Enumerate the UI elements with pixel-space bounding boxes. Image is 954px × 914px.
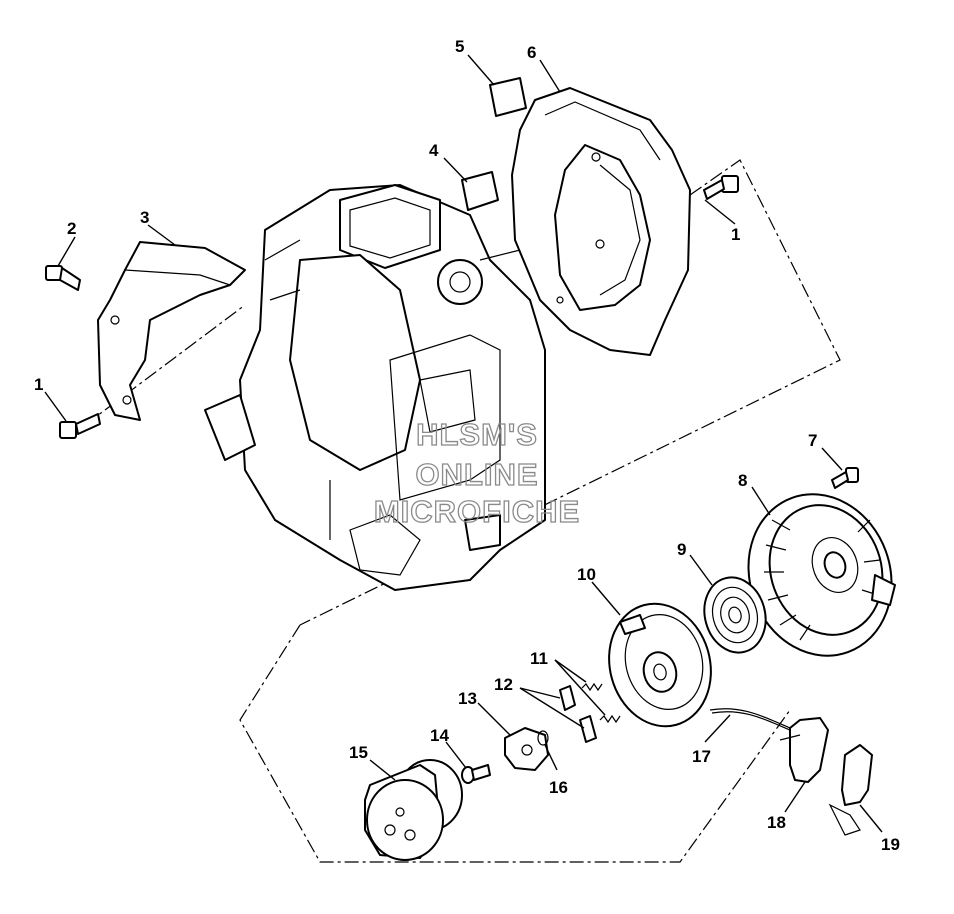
engine-block — [204, 184, 546, 591]
callouts: 1 1 2 3 4 5 6 7 8 9 10 11 12 13 14 15 16… — [34, 37, 900, 854]
callout-7: 7 — [808, 431, 817, 450]
callout-17: 17 — [692, 747, 711, 766]
part-10-pulley — [608, 602, 712, 728]
part-11-springs — [581, 682, 621, 724]
callout-2: 2 — [67, 219, 76, 238]
callout-1-left: 1 — [34, 375, 43, 394]
callout-15: 15 — [349, 743, 368, 762]
callout-1-right: 1 — [731, 225, 740, 244]
part-5-plate — [489, 77, 527, 117]
part-17-rope — [709, 708, 793, 732]
watermark-line-1: HLSM'S — [416, 417, 538, 452]
part-6-blower-housing — [511, 87, 691, 356]
callout-8: 8 — [738, 471, 747, 490]
part-14-screw — [461, 764, 491, 784]
part-1-bolt-left — [59, 413, 101, 439]
leader-lines — [44, 54, 883, 833]
callout-5: 5 — [455, 37, 464, 56]
callout-18: 18 — [767, 813, 786, 832]
callout-4: 4 — [429, 141, 439, 160]
part-16-ring — [537, 730, 549, 746]
callout-12: 12 — [494, 675, 513, 694]
callout-3: 3 — [140, 208, 149, 227]
callout-14: 14 — [430, 726, 449, 745]
part-4-plate — [461, 171, 499, 211]
part-12-pawls — [559, 685, 597, 743]
callout-19: 19 — [881, 835, 900, 854]
part-1-bolt-right — [703, 175, 739, 200]
part-19-handle — [828, 744, 873, 836]
part-3-bracket — [97, 241, 246, 421]
callout-11: 11 — [530, 649, 548, 668]
part-9-spring — [703, 576, 767, 654]
callout-9: 9 — [677, 540, 686, 559]
watermark-line-2: ONLINE — [415, 457, 538, 492]
part-18-handle — [779, 717, 829, 783]
part-13-retainer — [504, 727, 549, 771]
watermark-line-3: MICROFICHE — [374, 494, 580, 529]
callout-6: 6 — [527, 43, 536, 62]
callout-16: 16 — [549, 778, 568, 797]
part-8-starter-housing — [747, 493, 896, 657]
part-7-bolt — [831, 467, 859, 489]
callout-10: 10 — [577, 565, 596, 584]
part-15-starter-cup — [364, 759, 463, 861]
callout-13: 13 — [458, 689, 477, 708]
watermark: HLSM'S ONLINE MICROFICHE — [373, 416, 580, 529]
part-2-bolt — [45, 265, 81, 291]
